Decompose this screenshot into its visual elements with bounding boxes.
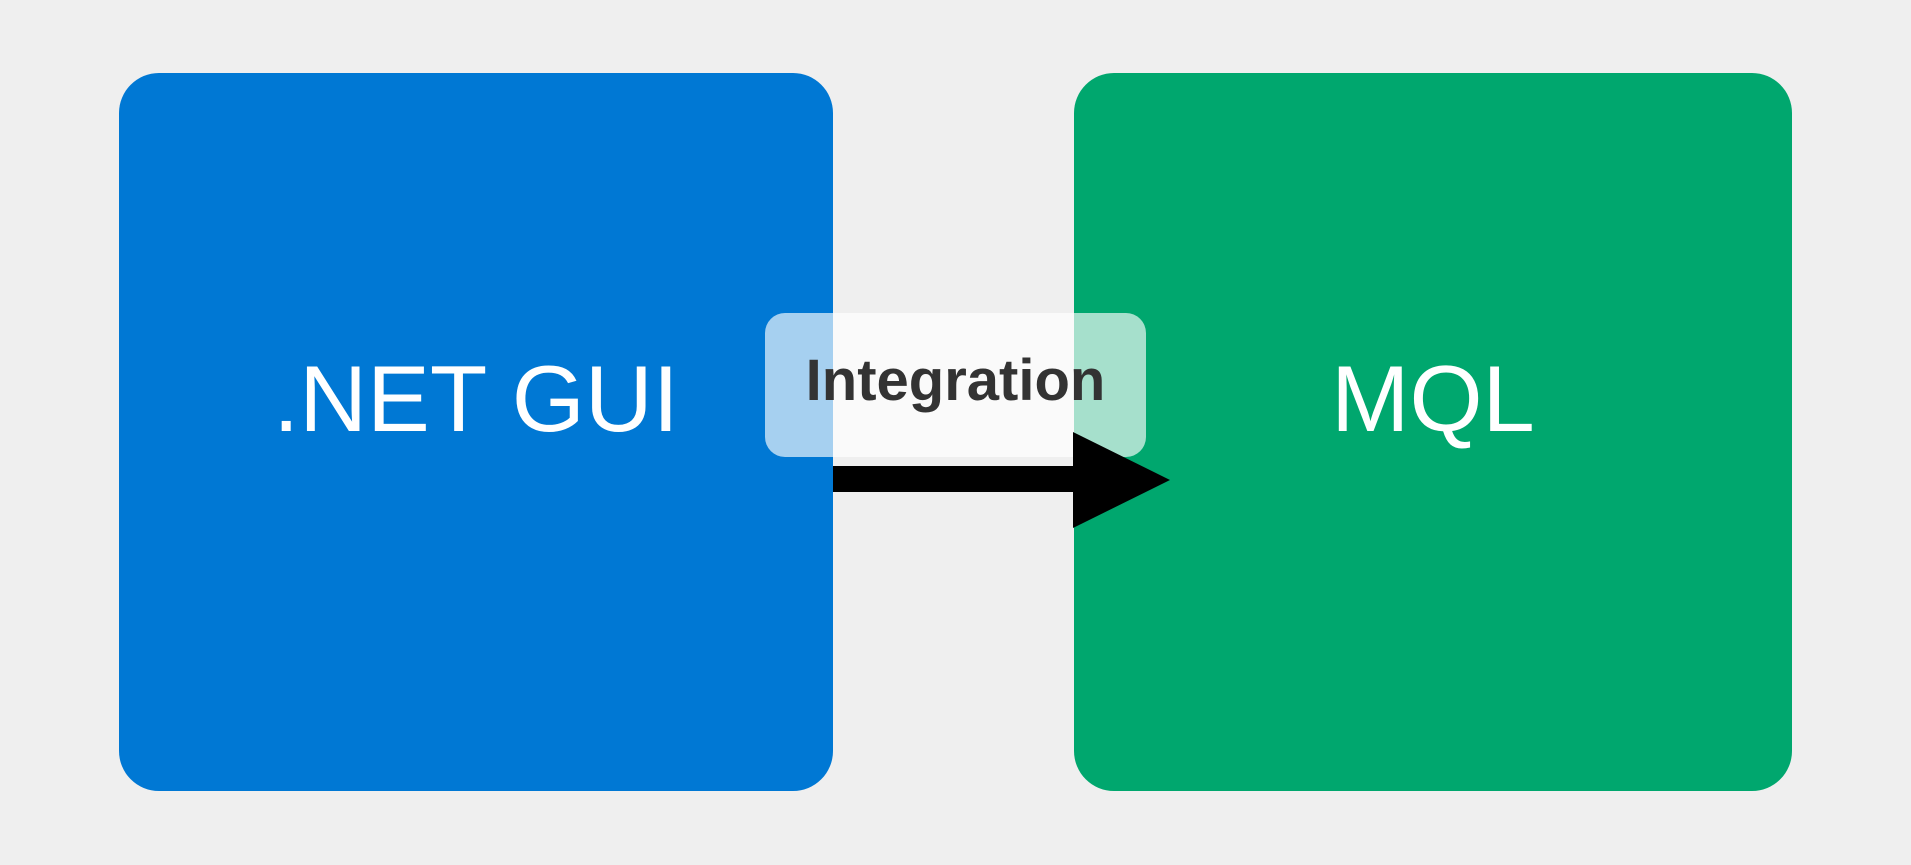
arrowhead-icon (1073, 432, 1170, 528)
node-mql: MQL (1074, 73, 1792, 791)
edge-label-integration-text: Integration (805, 348, 1106, 413)
edge-label-integration: Integration (765, 313, 1146, 457)
arrow-shaft (833, 466, 1085, 492)
node-net-gui: .NET GUI (119, 73, 833, 791)
node-mql-label: MQL (1331, 346, 1535, 451)
arrowhead-triangle (1073, 432, 1170, 528)
node-net-gui-label: .NET GUI (273, 346, 679, 451)
